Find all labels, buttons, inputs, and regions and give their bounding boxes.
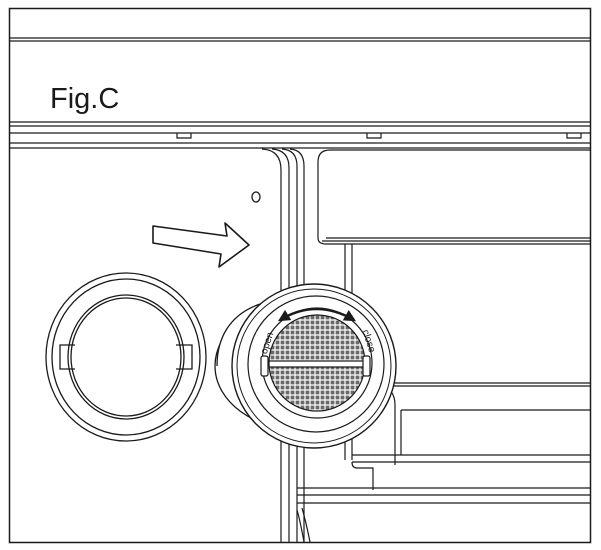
knob-slot-right	[362, 355, 371, 377]
top-panel-lines	[10, 37, 590, 149]
outer-frame	[8, 7, 592, 544]
right-arrow-icon	[152, 222, 250, 268]
knob-slot-left	[260, 355, 269, 377]
vent-knob[interactable]: open close	[231, 283, 397, 449]
mesh-grille	[269, 315, 365, 411]
double-headed-curved-arrow-icon	[277, 307, 357, 322]
empty-socket-ring	[45, 272, 207, 442]
screw-hole	[251, 191, 261, 203]
figure-label: Fig.C	[50, 83, 119, 115]
frame-rails	[261, 148, 305, 542]
